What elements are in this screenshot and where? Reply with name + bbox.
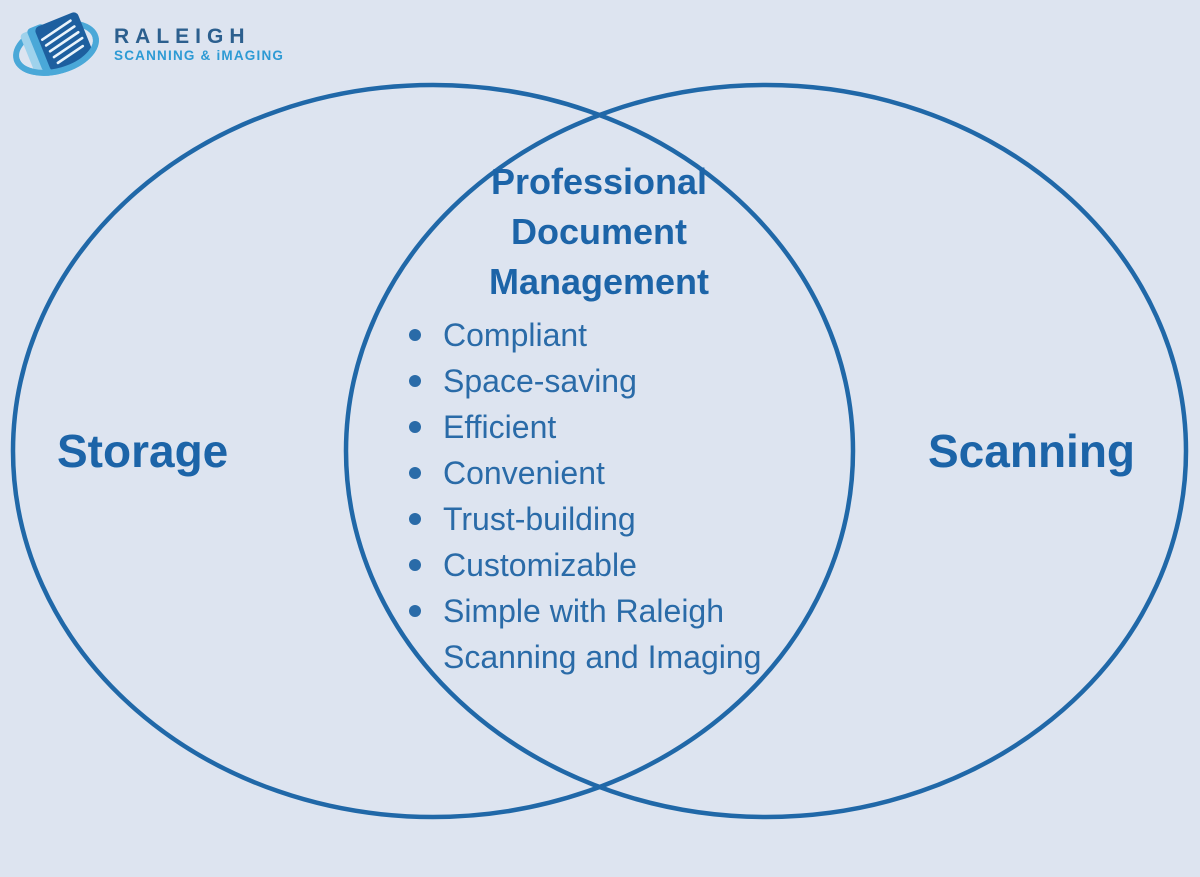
- logo-text: RALEIGH SCANNING & iMAGING: [114, 26, 284, 64]
- storage-label: Storage: [57, 425, 229, 477]
- center-title: Professional Document Management: [399, 157, 799, 307]
- scanning-label: Scanning: [928, 425, 1136, 477]
- bullet-dot-icon: [409, 329, 421, 341]
- bullet-dot-icon: [409, 605, 421, 617]
- bullet-dot-icon: [409, 513, 421, 525]
- list-item-label: Compliant: [443, 317, 588, 353]
- bullet-dot-icon: [409, 559, 421, 571]
- bullet-dot-icon: [409, 421, 421, 433]
- list-item-label: Trust-building: [443, 501, 636, 537]
- logo-mark-icon: [13, 12, 99, 76]
- list-item-label: Convenient: [443, 455, 605, 491]
- bullet-dot-icon: [409, 375, 421, 387]
- list-item: Compliant: [408, 312, 790, 358]
- list-item: Simple with Raleigh Scanning and Imaging: [408, 588, 790, 680]
- logo: RALEIGH SCANNING & iMAGING: [10, 6, 284, 80]
- bullet-dot-icon: [409, 467, 421, 479]
- list-item-label: Simple with Raleigh Scanning and Imaging: [443, 593, 762, 675]
- list-item-label: Space-saving: [443, 363, 637, 399]
- center-title-line-3: Management: [488, 261, 710, 302]
- list-item: Space-saving: [408, 358, 790, 404]
- center-title-line-2: Document: [510, 211, 687, 252]
- scanning-circle: [343, 82, 1189, 820]
- list-item: Convenient: [408, 450, 790, 496]
- list-item-label: Customizable: [443, 547, 637, 583]
- list-item: Trust-building: [408, 496, 790, 542]
- center-title-line-1: Professional: [490, 161, 708, 202]
- logo-name: RALEIGH: [114, 25, 251, 48]
- logo-tagline: SCANNING & iMAGING: [114, 48, 285, 63]
- storage-circle: [10, 82, 856, 820]
- benefit-list: Compliant Space-saving Efficient Conveni…: [408, 312, 790, 680]
- list-item-label: Efficient: [443, 409, 557, 445]
- list-item: Customizable: [408, 542, 790, 588]
- list-item: Efficient: [408, 404, 790, 450]
